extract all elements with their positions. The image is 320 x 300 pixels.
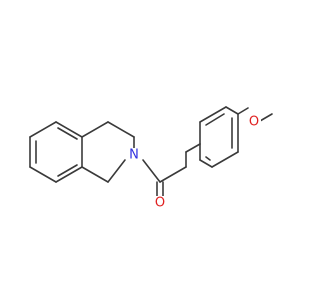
bond (29, 166, 57, 183)
bond (199, 106, 227, 123)
double-bond-inner (205, 156, 211, 161)
bond (29, 121, 57, 138)
bond (107, 159, 126, 183)
bond (159, 166, 187, 183)
bond (225, 106, 239, 115)
bond (199, 159, 213, 168)
bond (237, 107, 249, 115)
nitrogen-atom: N (127, 148, 141, 163)
ether-oxygen-label: O (249, 115, 259, 130)
nitrogen-label: N (129, 148, 139, 163)
bond (81, 121, 109, 138)
bond (107, 121, 135, 138)
bond (211, 151, 239, 168)
ether-oxygen-atom: O (247, 115, 261, 130)
bond (259, 113, 273, 122)
carbonyl-oxygen-atom: O (153, 196, 167, 211)
molecule-structure-diagram: N O O (29, 106, 273, 211)
fused-benzene-ring (29, 121, 83, 183)
carbonyl-oxygen-label: O (155, 196, 165, 211)
propanoyl-chain (142, 143, 201, 198)
bond (81, 166, 109, 183)
saturated-ring (81, 121, 135, 183)
bond (185, 143, 201, 153)
bond (142, 159, 161, 183)
methoxy-group (237, 107, 273, 122)
double-bond-inner (57, 127, 78, 140)
double-bond-inner (57, 164, 78, 177)
bond (55, 121, 83, 138)
molecule-svg: N O O (29, 106, 273, 211)
bond (55, 166, 83, 183)
double-bond-inner (205, 113, 225, 126)
methoxyphenyl-ring (199, 106, 239, 168)
